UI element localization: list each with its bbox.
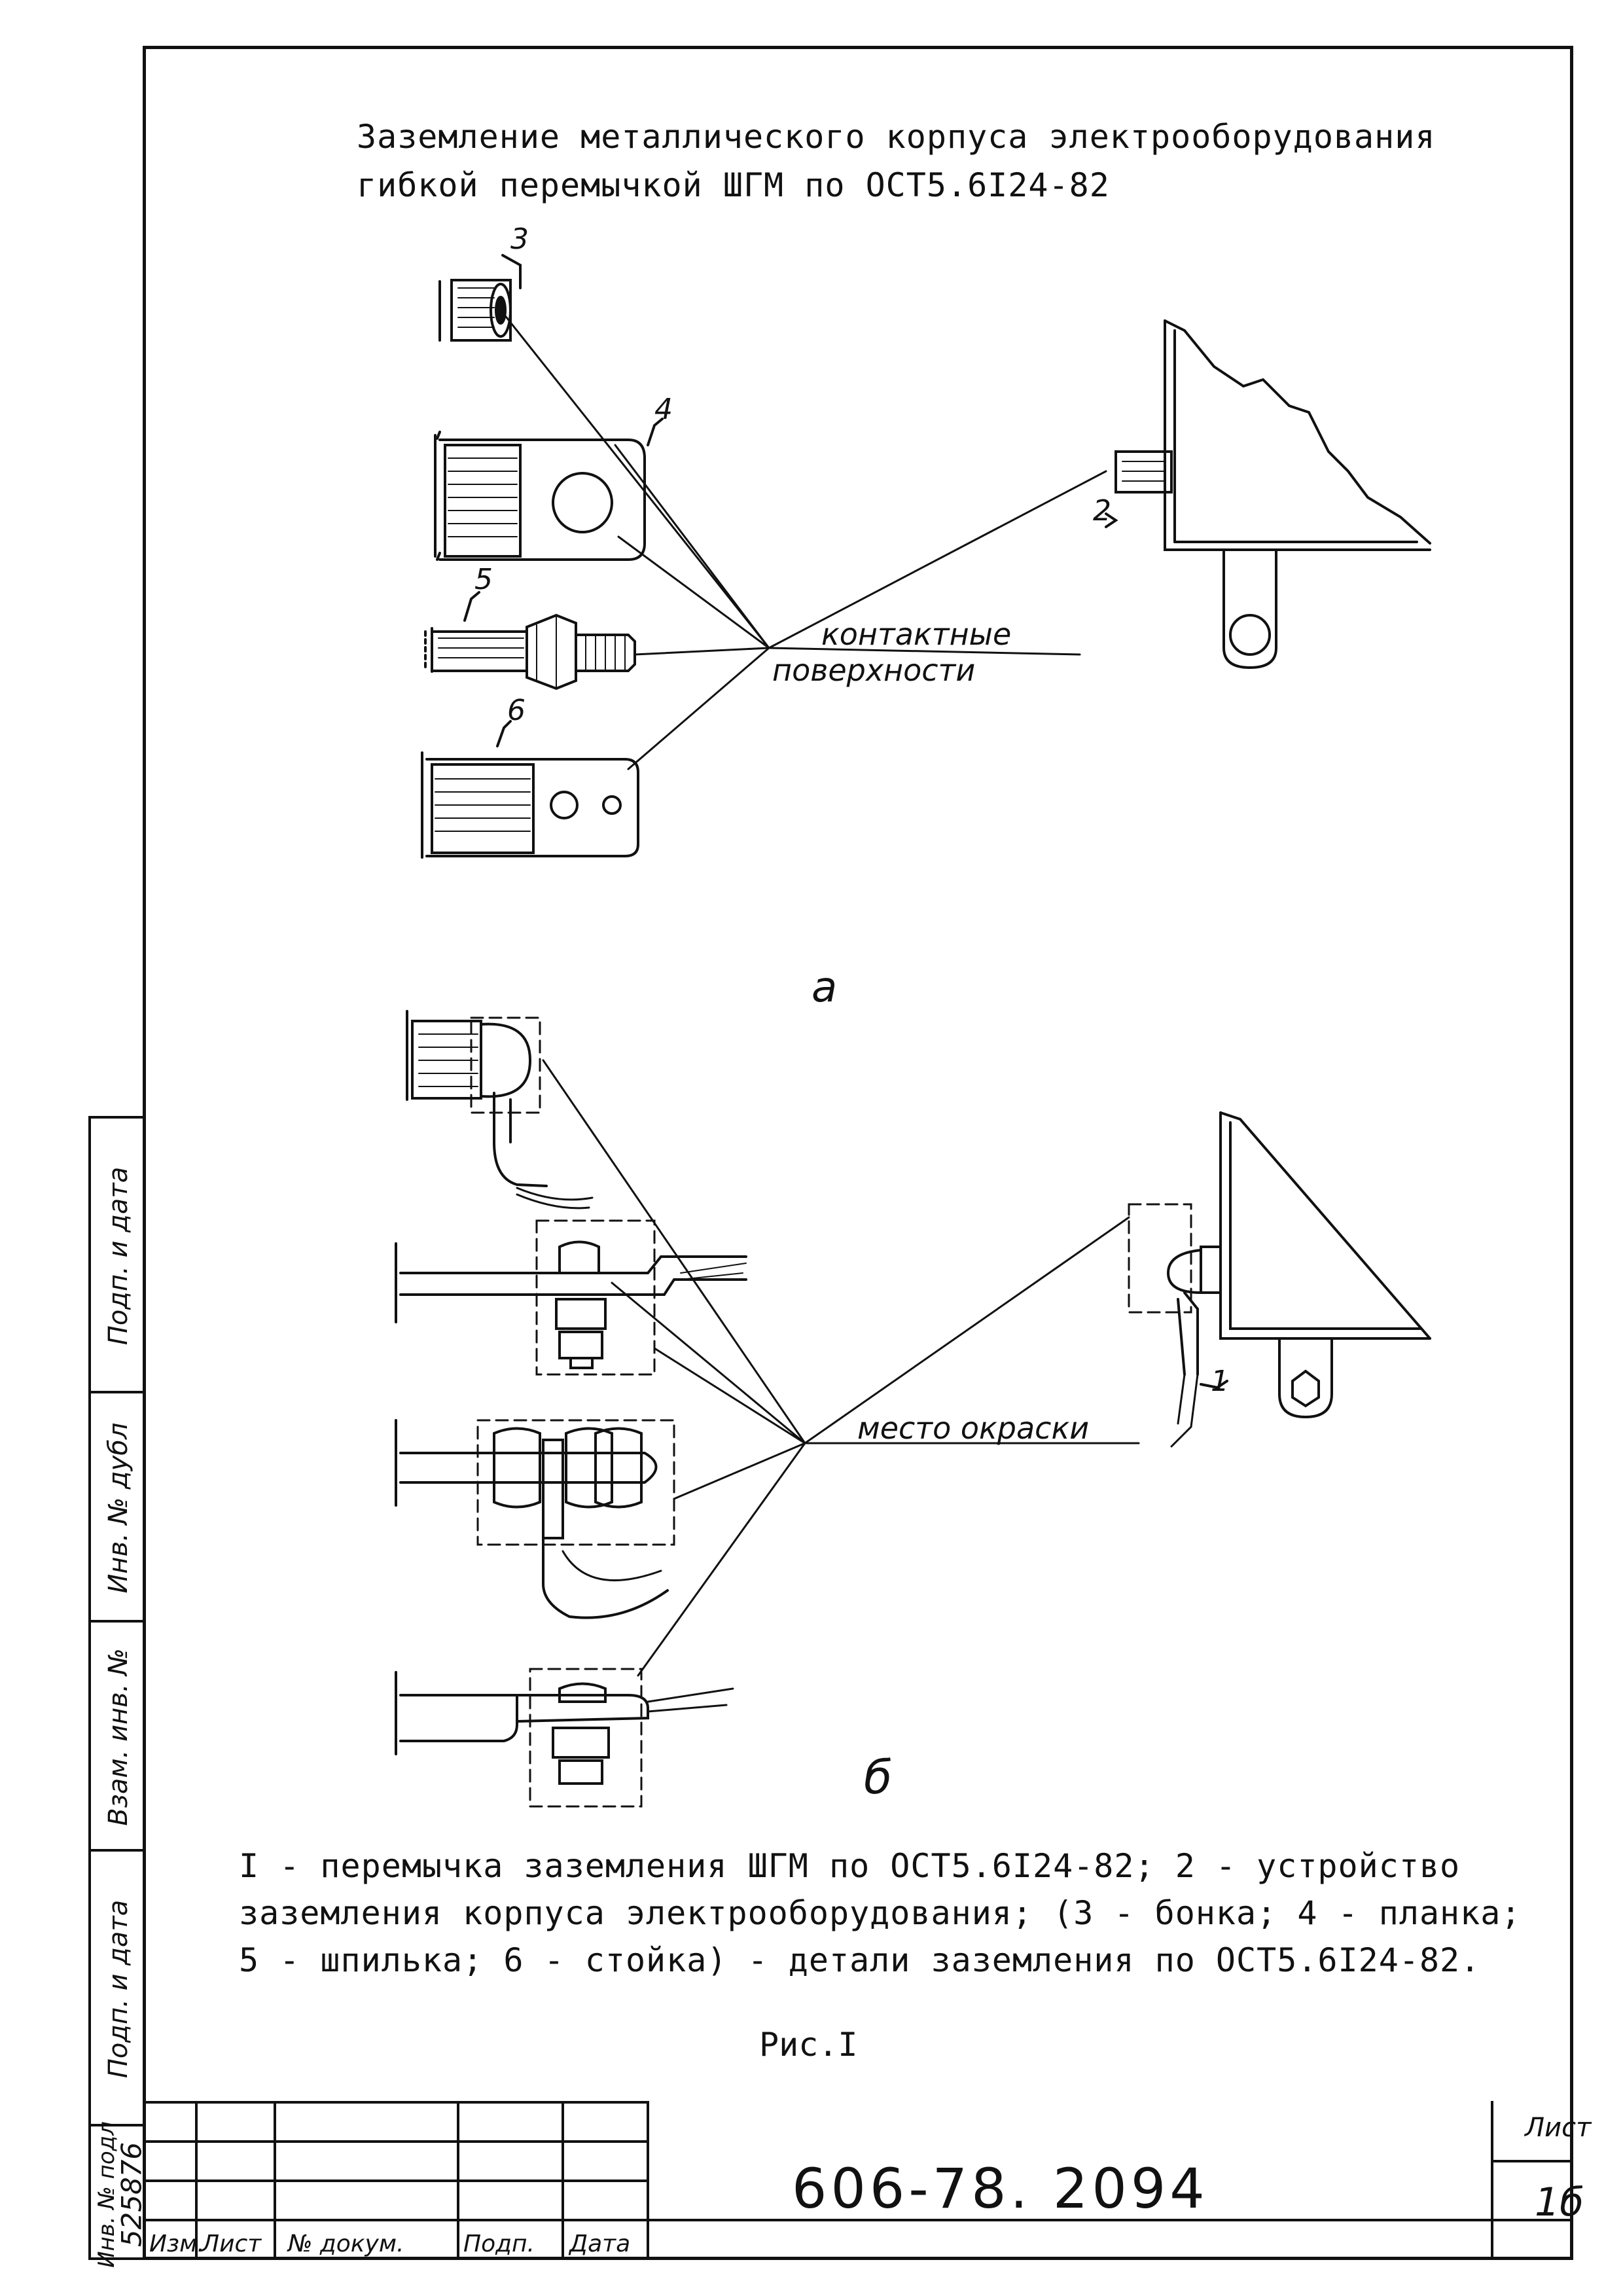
title-block: [143, 2101, 1573, 2260]
connection-detail-3: [395, 1419, 675, 1619]
contact-leaders-a: [503, 313, 1107, 770]
title-line-1: Заземление металлического корпуса электр…: [357, 118, 1436, 156]
label-3: 3: [510, 223, 529, 256]
paint-label: место окраски: [857, 1410, 1089, 1446]
tb-header-podp: Подп.: [463, 2231, 535, 2257]
figure-a: [421, 254, 1431, 859]
side-label-inv-dubl: Инв. № дубл: [103, 1422, 134, 1594]
figure-caption: I - перемычка заземления ШГМ по ОСТ5.6I2…: [239, 1842, 1521, 1984]
connection-detail-4: [395, 1668, 734, 1808]
tb-header-list: Лист: [202, 2231, 262, 2257]
figure-b: [395, 1010, 1431, 1808]
side-cell-podp-data-bottom: Подп. и дата: [91, 1852, 146, 2126]
sheet-number: 1б: [1535, 2179, 1584, 2225]
connection-detail-1: [406, 1010, 594, 1210]
side-label-podp-data-top: Подп. и дата: [103, 1166, 134, 1346]
sheet-label: Лист: [1525, 2113, 1592, 2143]
label-5: 5: [474, 563, 493, 596]
paint-leaders-b: [542, 1059, 1140, 1677]
side-cell-inv-podl: Инв. № подл 525876: [91, 2121, 148, 2268]
side-cell-vzam-inv: Взам. инв. №: [91, 1623, 146, 1852]
side-label-vzam-inv: Взам. инв. №: [103, 1648, 134, 1826]
caption-line-3: 5 - шпилька; 6 - стойка) - детали заземл…: [239, 1941, 1481, 1979]
side-label-podp-data-bottom: Подп. и дата: [103, 1899, 134, 2079]
connection-detail-2: [395, 1219, 747, 1376]
caption-line-1: I - перемычка заземления ШГМ по ОСТ5.6I2…: [239, 1847, 1461, 1885]
tb-header-izm: Изм.: [149, 2231, 205, 2257]
figure-a-letter: а: [812, 963, 837, 1012]
boss-part-3: [438, 254, 522, 342]
label-1: 1: [1211, 1365, 1229, 1398]
label-6: 6: [507, 694, 526, 727]
side-cell-podp-data-top: Подп. и дата: [91, 1119, 146, 1393]
label-2: 2: [1093, 494, 1111, 528]
stud-part-5: [424, 591, 636, 691]
tb-header-data: Дата: [569, 2231, 631, 2257]
caption-line-2: заземления корпуса электрооборудования; …: [239, 1894, 1522, 1932]
figure-b-letter: б: [864, 1751, 892, 1804]
tb-header-dokum: № докум.: [288, 2231, 404, 2257]
figure-number: Рис.I: [759, 2026, 858, 2064]
equipment-housing-a: [1105, 319, 1431, 670]
equipment-housing-b: [1128, 1111, 1431, 1448]
side-cell-inv-dubl: Инв. № дубл: [91, 1393, 146, 1623]
title-line-2: гибкой перемычкой ШГМ по ОСТ5.6I24-82: [357, 166, 1110, 204]
contact-label-line2: поверхности: [772, 653, 975, 688]
document-code: 606-78. 2094: [792, 2157, 1209, 2221]
drawing-title: Заземление металлического корпуса электр…: [357, 113, 1435, 209]
plate-part-4: [434, 418, 664, 561]
label-4: 4: [654, 393, 673, 426]
drawing-frame: [143, 46, 1573, 2260]
post-part-6: [421, 720, 639, 859]
side-stamp-strip: Подп. и дата Инв. № дубл Взам. инв. № По…: [88, 1116, 148, 2268]
contact-label-line1: контактные: [821, 617, 1011, 652]
